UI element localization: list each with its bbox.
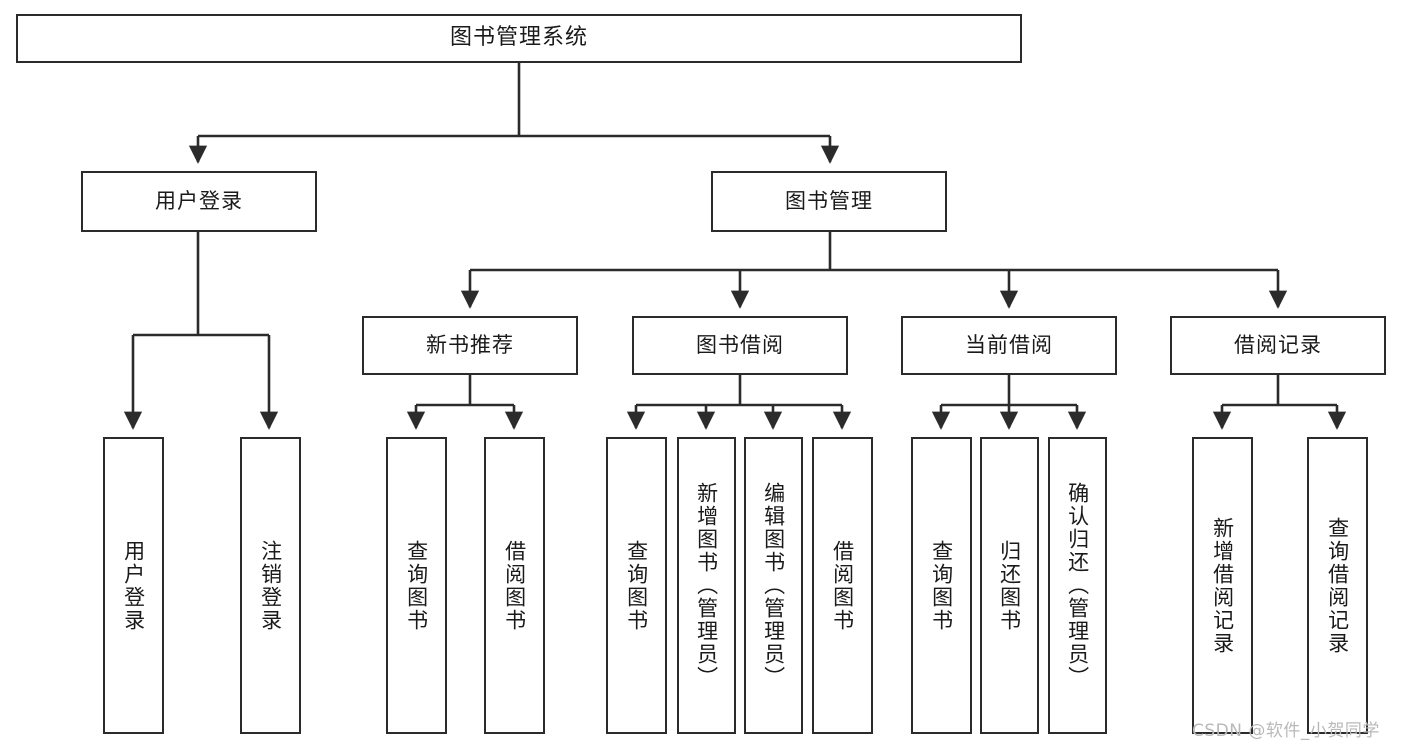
- leaf-borrow-book[interactable]: 借阅图书: [812, 437, 873, 734]
- leaf-query-borrow-record[interactable]: 查询借阅记录: [1307, 437, 1368, 734]
- node-label: 查询图书: [404, 539, 429, 632]
- node-root-system[interactable]: 图书管理系统: [16, 14, 1022, 63]
- node-label: 新增图书（管理员）: [694, 482, 719, 689]
- leaf-borrow-book-recommend[interactable]: 借阅图书: [484, 437, 545, 734]
- leaf-logout[interactable]: 注销登录: [240, 437, 301, 734]
- node-book-borrow[interactable]: 图书借阅: [632, 316, 848, 375]
- leaf-edit-book-admin[interactable]: 编辑图书（管理员）: [744, 437, 803, 734]
- node-label: 借阅图书: [502, 539, 527, 632]
- node-label: 注销登录: [258, 539, 283, 632]
- node-new-book-recommend[interactable]: 新书推荐: [362, 316, 578, 375]
- node-label: 借阅记录: [1234, 332, 1322, 357]
- node-label: 借阅图书: [830, 539, 855, 632]
- node-label: 当前借阅: [965, 332, 1053, 357]
- node-label: 图书管理系统: [449, 25, 588, 51]
- leaf-user-login[interactable]: 用户登录: [103, 437, 164, 734]
- leaf-query-book-borrow[interactable]: 查询图书: [606, 437, 667, 734]
- node-label: 图书管理: [785, 188, 873, 213]
- node-label: 查询图书: [624, 539, 649, 632]
- node-book-management[interactable]: 图书管理: [711, 171, 947, 232]
- leaf-query-book-recommend[interactable]: 查询图书: [386, 437, 447, 734]
- node-label: 编辑图书（管理员）: [761, 482, 786, 689]
- node-label: 查询图书: [929, 539, 954, 632]
- leaf-confirm-return-admin[interactable]: 确认归还（管理员）: [1048, 437, 1107, 734]
- node-label: 确认归还（管理员）: [1065, 482, 1090, 689]
- leaf-add-borrow-record[interactable]: 新增借阅记录: [1192, 437, 1253, 734]
- node-current-borrow[interactable]: 当前借阅: [901, 316, 1117, 375]
- node-label: 归还图书: [997, 539, 1022, 632]
- leaf-query-book-current[interactable]: 查询图书: [911, 437, 972, 734]
- leaf-add-book-admin[interactable]: 新增图书（管理员）: [677, 437, 736, 734]
- leaf-return-book[interactable]: 归还图书: [980, 437, 1039, 734]
- node-label: 查询借阅记录: [1325, 516, 1350, 655]
- node-label: 新增借阅记录: [1210, 516, 1235, 655]
- node-label: 用户登录: [121, 539, 146, 632]
- node-borrow-record[interactable]: 借阅记录: [1170, 316, 1386, 375]
- node-user-login[interactable]: 用户登录: [81, 171, 317, 232]
- node-label: 用户登录: [155, 188, 243, 213]
- node-label: 新书推荐: [426, 332, 514, 357]
- node-label: 图书借阅: [696, 332, 784, 357]
